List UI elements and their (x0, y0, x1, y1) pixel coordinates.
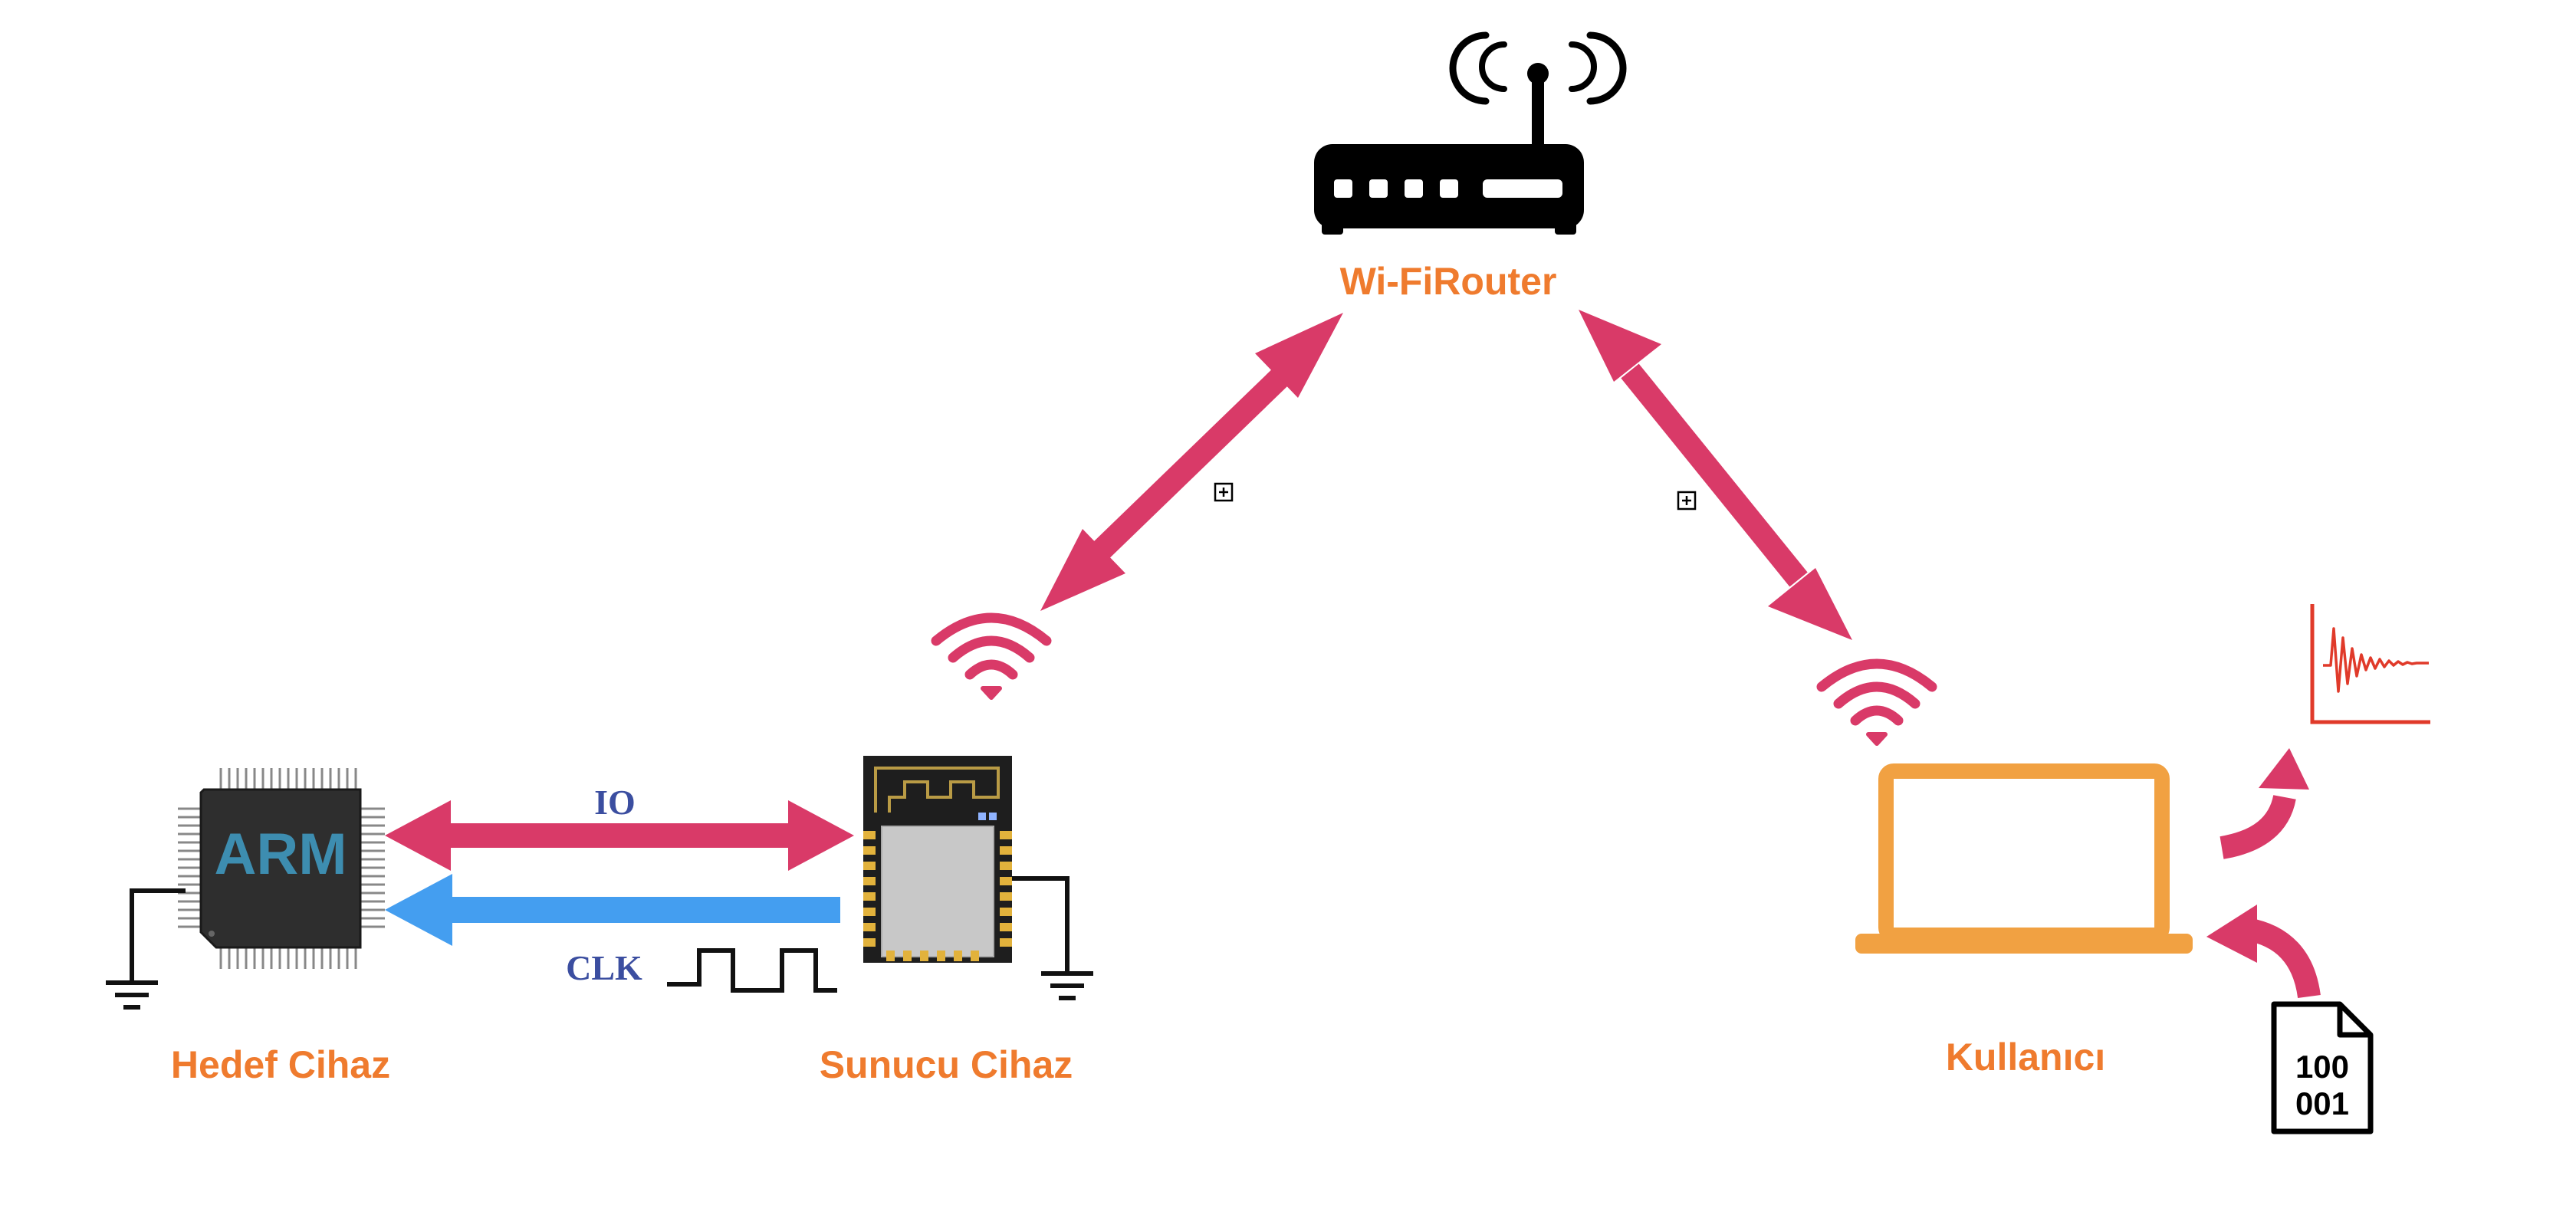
input-curved-arrow (2206, 905, 2321, 999)
laptop-icon (1855, 763, 2193, 954)
damped-oscillation-plot-icon (2310, 604, 2430, 724)
binary-file-icon: 100 001 (2271, 1001, 2374, 1134)
router-to-host-arrow (1040, 313, 1343, 611)
wifi-signal-icon (936, 618, 1046, 698)
ground-symbol-icon (1012, 876, 1093, 998)
wifi-signal-icon (1822, 664, 1932, 744)
esp-module-icon (863, 756, 1012, 963)
clock-waveform-icon (667, 948, 837, 993)
expand-box-icon[interactable] (1677, 491, 1697, 511)
clk-arrow (385, 874, 840, 946)
host-device-label: Sunucu Cihaz (820, 1043, 1073, 1086)
ground-symbol-icon (106, 888, 186, 1007)
user-label: Kullanıcı (1946, 1036, 2105, 1079)
chip-brand-text: ARM (214, 822, 347, 887)
arm-chip-icon: ARM (178, 768, 385, 970)
wifi-router-icon (1314, 31, 1627, 235)
clk-label: CLK (566, 948, 642, 987)
target-device-label: Hedef Cihaz (171, 1043, 390, 1086)
io-label: IO (594, 783, 636, 822)
output-curved-arrow (2220, 748, 2309, 859)
router-label: Wi-FiRouter (1340, 260, 1557, 303)
expand-box-icon[interactable] (1214, 482, 1234, 502)
file-bits-line2: 001 (2295, 1085, 2349, 1121)
router-to-user-arrow (1579, 310, 1852, 640)
file-bits-line1: 100 (2295, 1049, 2349, 1085)
io-arrow (385, 800, 854, 871)
